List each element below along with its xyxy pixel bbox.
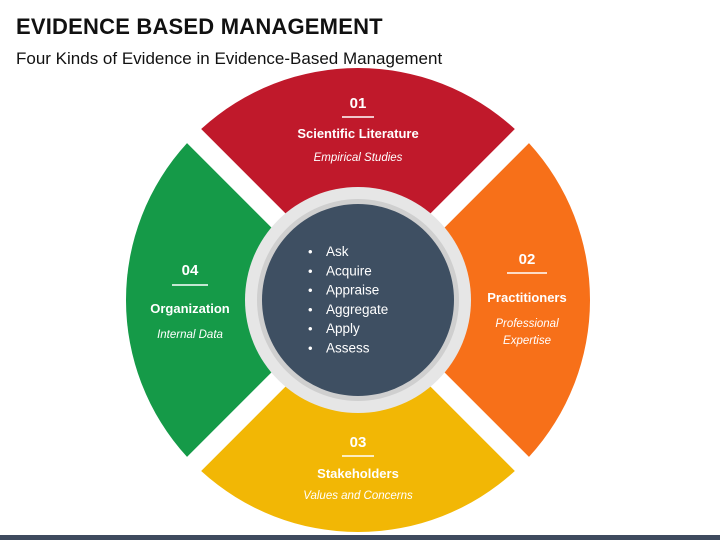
- bullet-dot: •: [308, 341, 313, 356]
- center-circle: [262, 204, 454, 396]
- segment-title-top: Scientific Literature: [297, 126, 418, 141]
- segment-title-left: Organization: [150, 301, 230, 316]
- segment-number-right: 02: [519, 251, 536, 268]
- segment-number-top: 01: [350, 95, 367, 112]
- segment-subtitle-top: Empirical Studies: [314, 152, 403, 164]
- center-list-item: Ask: [326, 244, 349, 259]
- segment-subtitle-left: Internal Data: [157, 329, 223, 341]
- center-list-item: Aggregate: [326, 302, 388, 317]
- bullet-dot: •: [308, 244, 313, 259]
- center-list-item: Apply: [326, 321, 360, 336]
- center-list-item: Acquire: [326, 263, 372, 278]
- segment-scientific-literature: [201, 67, 515, 220]
- segment-subtitle-bottom: Values and Concerns: [303, 490, 413, 502]
- segment-number-left: 04: [182, 262, 199, 279]
- segment-number-bottom: 03: [350, 434, 367, 451]
- segment-practitioners: [438, 143, 591, 457]
- bullet-dot: •: [308, 321, 313, 336]
- center-bullet-list: • Ask • Acquire • Appraise • Aggregate • Apply • As…: [308, 244, 388, 356]
- bullet-dot: •: [308, 302, 313, 317]
- segment-title-bottom: Stakeholders: [317, 466, 399, 481]
- segment-organization: [125, 143, 278, 457]
- page-subtitle: Four Kinds of Evidence in Evidence-Based…: [16, 49, 443, 68]
- bullet-dot: •: [308, 283, 313, 298]
- center-list-item: Assess: [326, 341, 370, 356]
- bullet-dot: •: [308, 263, 313, 278]
- page-title: EVIDENCE BASED MANAGEMENT: [16, 14, 383, 39]
- bottom-bar: [0, 535, 720, 540]
- center-list-item: Appraise: [326, 283, 379, 298]
- segment-title-right: Practitioners: [487, 290, 566, 305]
